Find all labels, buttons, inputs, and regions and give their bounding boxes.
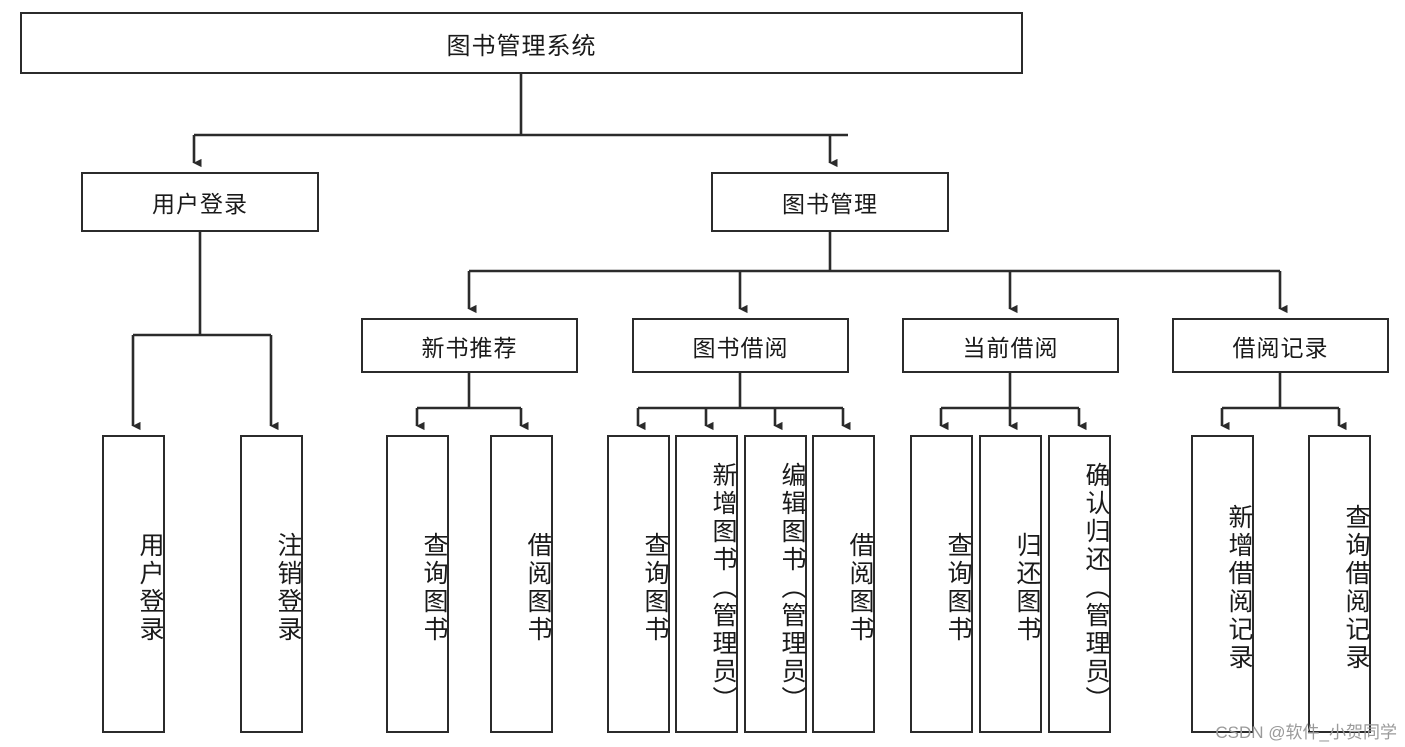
node-label: 图书借阅 [692, 334, 789, 361]
node-root-system[interactable]: 图书管理系统 [20, 12, 1023, 74]
leaf-new-book-borrow[interactable]: 借阅图书 [490, 435, 553, 733]
node-label: 查询图书 [944, 532, 972, 644]
node-label: 查询借阅记录 [1342, 504, 1370, 672]
watermark: CSDN @软件_小贺同学 [1215, 723, 1397, 742]
leaf-user-login-signin[interactable]: 用户登录 [102, 435, 165, 733]
node-label: 确认归还（管理员） [1082, 462, 1110, 714]
leaf-borrow-record-add[interactable]: 新增借阅记录 [1191, 435, 1254, 733]
node-label: 借阅记录 [1232, 334, 1329, 361]
node-label: 图书管理系统 [446, 32, 597, 60]
node-label: 当前借阅 [962, 334, 1059, 361]
node-user-login[interactable]: 用户登录 [81, 172, 319, 232]
node-label: 新增借阅记录 [1225, 504, 1253, 672]
node-borrow-record[interactable]: 借阅记录 [1172, 318, 1389, 373]
node-label: 借阅图书 [846, 532, 874, 644]
leaf-book-borrow-edit[interactable]: 编辑图书（管理员） [744, 435, 807, 733]
node-label: 用户登录 [136, 532, 164, 644]
leaf-book-borrow-lend[interactable]: 借阅图书 [812, 435, 875, 733]
node-label: 查询图书 [641, 532, 669, 644]
leaf-new-book-query[interactable]: 查询图书 [386, 435, 449, 733]
node-label: 图书管理 [782, 191, 878, 217]
node-label: 新书推荐 [421, 334, 518, 361]
node-label: 用户登录 [152, 191, 248, 217]
leaf-current-borrow-confirm[interactable]: 确认归还（管理员） [1048, 435, 1111, 733]
leaf-current-borrow-query[interactable]: 查询图书 [910, 435, 973, 733]
node-label: 注销登录 [274, 532, 302, 644]
node-label: 新增图书（管理员） [709, 462, 737, 714]
node-label: 借阅图书 [524, 532, 552, 644]
node-current-borrow[interactable]: 当前借阅 [902, 318, 1119, 373]
leaf-current-borrow-return[interactable]: 归还图书 [979, 435, 1042, 733]
node-new-book-recommend[interactable]: 新书推荐 [361, 318, 578, 373]
leaf-book-borrow-query[interactable]: 查询图书 [607, 435, 670, 733]
leaf-user-login-signout[interactable]: 注销登录 [240, 435, 303, 733]
node-label: 归还图书 [1013, 532, 1041, 644]
leaf-book-borrow-add[interactable]: 新增图书（管理员） [675, 435, 738, 733]
node-book-borrow[interactable]: 图书借阅 [632, 318, 849, 373]
node-book-management[interactable]: 图书管理 [711, 172, 949, 232]
leaf-borrow-record-query[interactable]: 查询借阅记录 [1308, 435, 1371, 733]
node-label: 编辑图书（管理员） [778, 462, 806, 714]
node-label: 查询图书 [420, 532, 448, 644]
